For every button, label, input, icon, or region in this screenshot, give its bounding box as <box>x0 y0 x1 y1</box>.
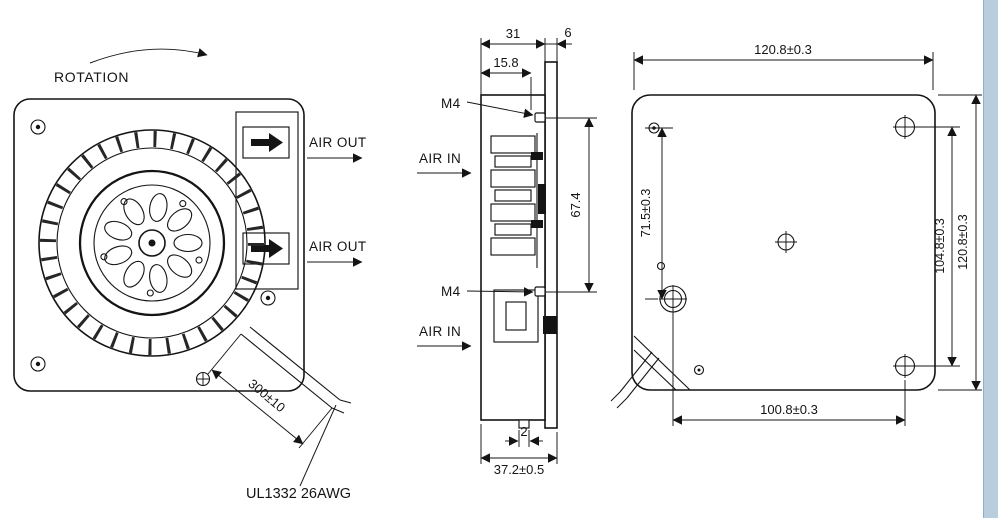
wire-spec-callout: UL1332 26AWG <box>246 404 351 502</box>
air-in-label: AIR IN <box>419 151 461 166</box>
hub-center-dot <box>148 239 156 247</box>
rotation-annotation: ROTATION <box>54 48 208 85</box>
side-view: 31 6 15.8 M4 M4 67.4 AI <box>417 25 597 477</box>
overall-depth-dimension-text: 37.2±0.5 <box>494 462 545 477</box>
motor-section-detail <box>493 289 557 343</box>
dimension-left-hole-span: 71.5±0.3 <box>639 127 673 300</box>
wire-spec-label: UL1332 26AWG <box>246 486 351 502</box>
phillips-screw-icon <box>195 371 211 387</box>
phillips-screw-icon <box>775 231 797 253</box>
back-plate-outline <box>631 94 936 391</box>
phillips-screw-icon <box>893 115 917 139</box>
phillips-screw-icon <box>893 354 917 378</box>
screw-hole-icon <box>30 119 46 135</box>
screw-hole-icon <box>693 364 705 376</box>
mounting-screw-icon <box>534 286 546 297</box>
mounting-plate-outline <box>544 61 558 429</box>
dimension-motor-offset: 15.8 <box>480 55 532 110</box>
outlet-duct <box>235 111 299 290</box>
overall-height-dimension-text: 120.8±0.3 <box>956 214 970 270</box>
screw-callout-bottom: M4 <box>441 284 534 299</box>
air-out-arrow-icon <box>251 133 283 152</box>
depth-scroll-dimension-text: 31 <box>506 26 520 41</box>
dimension-flange-thickness: 6 <box>545 25 572 49</box>
dimension-right-hole-span: 104.8±0.3 <box>917 126 960 367</box>
dimension-overall-width: 120.8±0.3 <box>633 42 934 90</box>
impeller <box>38 129 266 357</box>
bottom-hole-span-dimension-text: 100.8±0.3 <box>760 402 818 417</box>
rotation-arrow-icon <box>89 48 208 64</box>
screw-span-dimension-text: 67.4 <box>568 192 583 217</box>
back-view: 120.8±0.3 71.5±0.3 104.8±0.3 120.8±0.3 <box>610 42 982 426</box>
air-in-annotation-bottom: AIR IN <box>417 324 472 351</box>
screw-size-label: M4 <box>441 96 461 111</box>
leader-line <box>466 287 534 297</box>
air-out-label: AIR OUT <box>309 135 367 150</box>
dimension-overall-depth: 37.2±0.5 <box>480 424 558 477</box>
air-out-label: AIR OUT <box>309 239 367 254</box>
dimension-screw-span: 67.4 <box>546 117 597 293</box>
inlet-section-detail <box>490 133 546 268</box>
dimension-overall-height: 120.8±0.3 <box>938 94 982 391</box>
left-hole-span-dimension-text: 71.5±0.3 <box>639 189 653 238</box>
base-thickness-dimension-text: 2 <box>520 424 527 439</box>
overall-width-dimension-text: 120.8±0.3 <box>754 42 812 57</box>
air-in-label: AIR IN <box>419 324 461 339</box>
page-edge-strip <box>983 0 998 518</box>
fan-blades-icon <box>40 131 264 355</box>
base-lip-detail <box>518 419 530 429</box>
air-in-annotation-top: AIR IN <box>417 151 472 178</box>
screw-hole-icon <box>260 290 276 306</box>
air-out-annotation-bottom: AIR OUT <box>307 239 367 267</box>
wire-lead-stub <box>610 351 660 409</box>
flange-thickness-dimension-text: 6 <box>564 25 571 40</box>
mounting-screw-icon <box>534 112 546 123</box>
corner-chamfer-detail <box>633 335 691 391</box>
screw-callout-top: M4 <box>441 96 534 118</box>
leader-line <box>466 101 534 118</box>
front-view: ROTATION AIR OUT AIR OUT 300±10 <box>13 48 367 502</box>
screw-hole-icon <box>30 356 46 372</box>
air-out-annotation-top: AIR OUT <box>307 135 367 163</box>
dimension-bottom-hole-span: 100.8±0.3 <box>672 313 906 426</box>
screw-size-label: M4 <box>441 284 461 299</box>
right-hole-span-dimension-text: 104.8±0.3 <box>933 218 947 274</box>
dimension-base-thickness: 2 <box>505 424 543 447</box>
motor-offset-dimension-text: 15.8 <box>493 55 518 70</box>
air-out-arrow-icon <box>251 239 283 258</box>
rotation-label: ROTATION <box>54 69 129 85</box>
